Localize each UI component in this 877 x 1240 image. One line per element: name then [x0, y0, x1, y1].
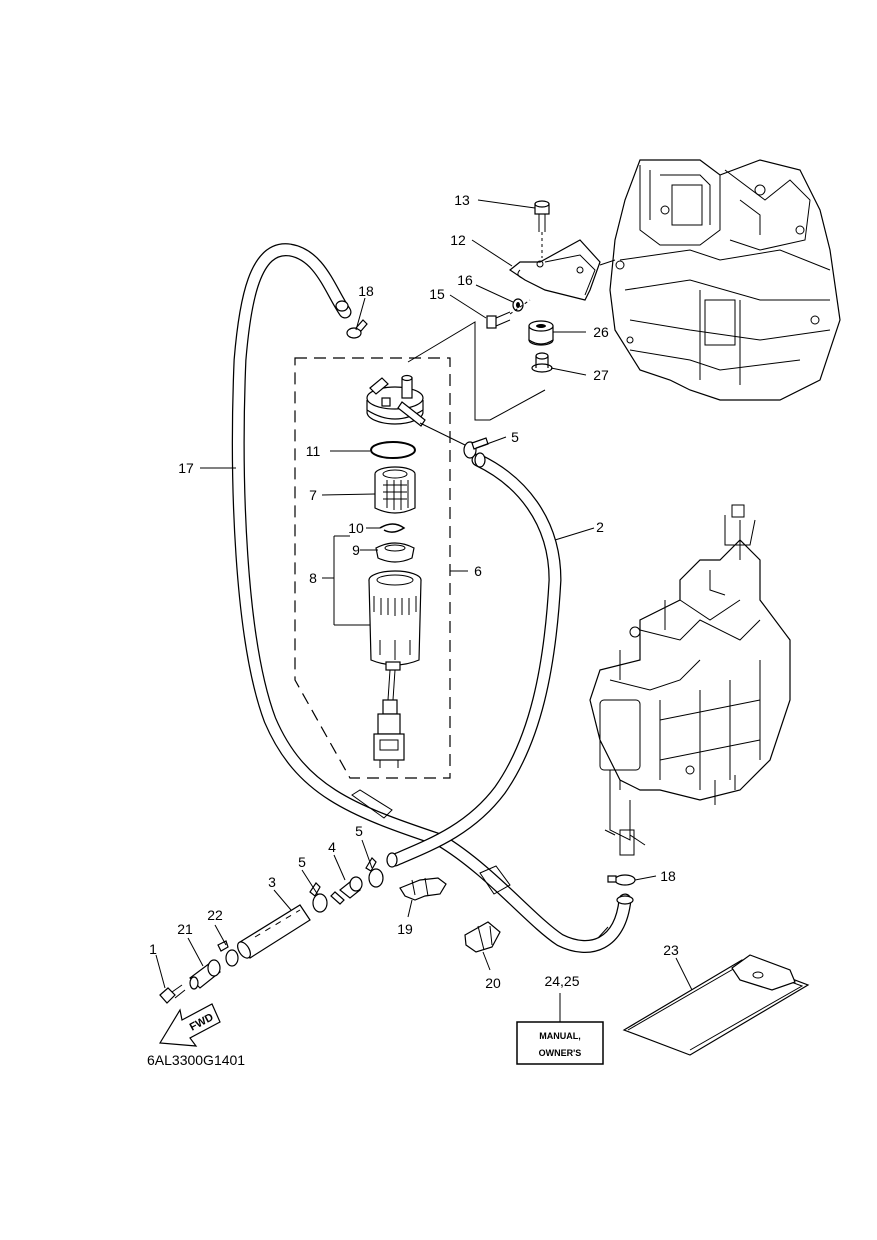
leader-filter-to-bracket	[407, 321, 546, 421]
callout-12: 12	[450, 232, 466, 248]
callout-21: 21	[177, 921, 193, 937]
callout-13: 13	[454, 192, 470, 208]
callout-19: 19	[397, 921, 413, 937]
callout-15: 15	[429, 286, 445, 302]
clip-10	[379, 523, 406, 533]
washer-16	[512, 298, 524, 312]
holder-19	[399, 877, 447, 901]
clamp-18-right	[607, 874, 636, 886]
engine-block-lower	[589, 504, 791, 856]
callout-27: 27	[593, 367, 609, 383]
callout-20: 20	[485, 975, 501, 991]
callout-11: 11	[306, 443, 321, 459]
callout-24-25: 24,25	[544, 973, 579, 989]
collar-27	[531, 352, 553, 373]
callout-18-right: 18	[660, 868, 676, 884]
callout-9: 9	[352, 542, 360, 558]
clamp-5-lower-b	[309, 882, 328, 913]
callout-1: 1	[149, 941, 157, 957]
callout-22: 22	[207, 907, 223, 923]
callout-17: 17	[178, 460, 194, 476]
hose-2	[386, 452, 562, 868]
grommet-26	[528, 320, 554, 346]
callout-18-top: 18	[358, 283, 374, 299]
o-ring-11	[370, 441, 416, 459]
callout-4: 4	[328, 839, 336, 855]
owners-manual-box: MANUAL, OWNER'S	[516, 1021, 604, 1065]
callout-3: 3	[268, 874, 276, 890]
joint-4	[330, 876, 363, 905]
callout-23: 23	[663, 942, 679, 958]
callout-2: 2	[596, 519, 604, 535]
callout-5-top: 5	[511, 429, 519, 445]
manual-box-line1: MANUAL,	[539, 1031, 581, 1041]
callout-5-lower-left: 5	[298, 854, 306, 870]
callout-10: 10	[348, 520, 364, 536]
leader-lines	[155, 199, 693, 1022]
callout-5-lower-right: 5	[355, 823, 363, 839]
clamp-22	[217, 940, 239, 967]
bolt-13	[534, 200, 550, 258]
holder-20	[464, 921, 501, 953]
filter-head-6	[366, 374, 466, 446]
screw-15	[486, 299, 531, 329]
filter-cup-8	[368, 570, 422, 768]
fwd-direction-arrow: FWD	[158, 1003, 221, 1047]
hose-3	[237, 904, 311, 959]
callout-26: 26	[593, 324, 609, 340]
callout-6: 6	[474, 563, 482, 579]
joint-21	[189, 959, 221, 990]
float-9	[375, 542, 415, 563]
diagram-code: 6AL3300G1401	[147, 1052, 245, 1068]
callout-8: 8	[309, 570, 317, 586]
clamp-18-top	[346, 319, 368, 339]
fitting-1	[159, 984, 186, 1004]
bracket-12	[508, 239, 601, 301]
callout-labels: 13 12 16 15 18 26 27 5 11 17 7 2 10 9 8 …	[149, 192, 679, 991]
filter-element-7	[374, 466, 416, 514]
callout-7: 7	[309, 487, 317, 503]
callout-16: 16	[457, 272, 473, 288]
manual-pouch-23	[622, 954, 810, 1056]
manual-box-line2: OWNER'S	[539, 1048, 582, 1058]
clamp-5-lower-a	[365, 857, 384, 888]
engine-block-upper	[599, 159, 841, 401]
hose-17	[231, 243, 634, 953]
filter-assembly-6-outline	[294, 357, 451, 779]
